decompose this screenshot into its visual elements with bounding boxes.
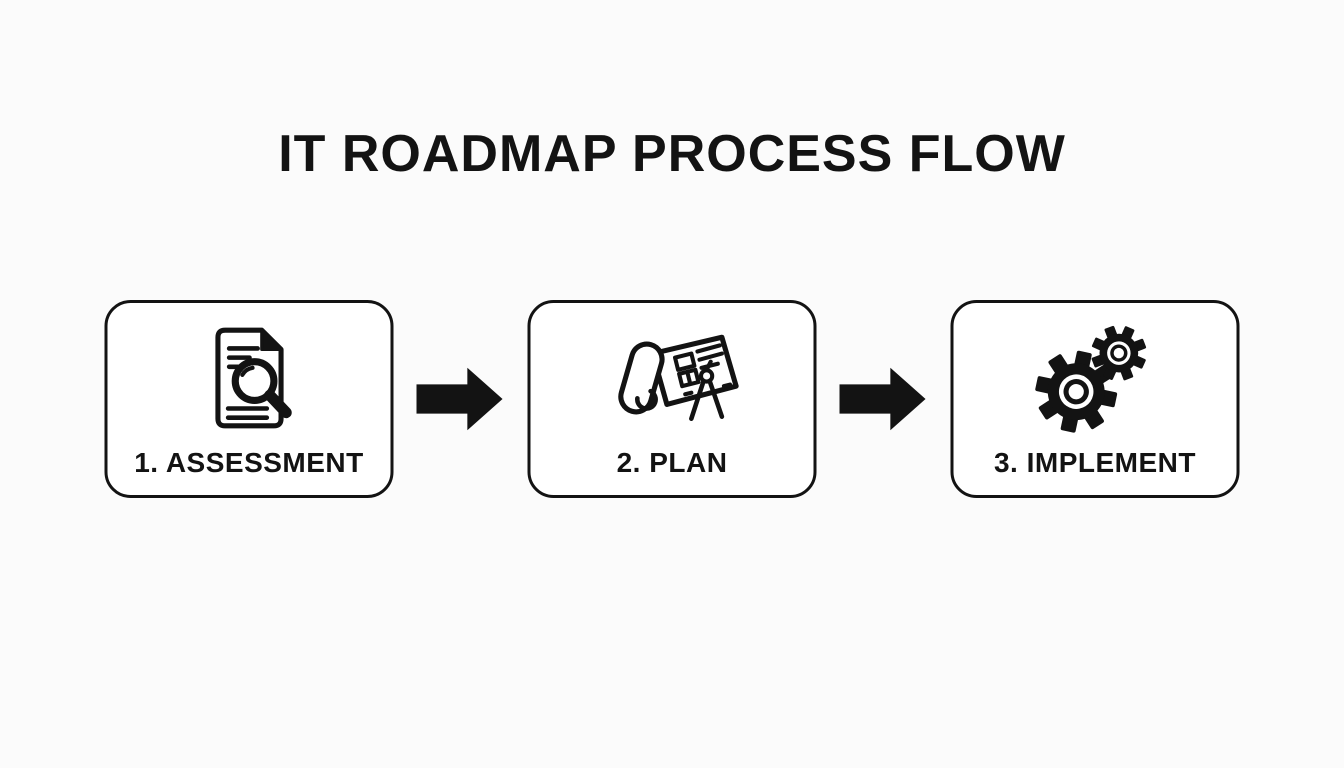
process-flow: 1. ASSESSMENT xyxy=(104,300,1240,498)
step-box-assessment: 1. ASSESSMENT xyxy=(104,300,394,498)
step-label-plan: 2. PLAN xyxy=(616,447,728,478)
page-title: IT ROADMAP PROCESS FLOW xyxy=(278,125,1066,183)
document-magnifier-icon xyxy=(193,315,305,443)
gears-icon xyxy=(1029,315,1161,443)
blueprint-compass-icon xyxy=(603,315,741,443)
flow-arrow-icon xyxy=(817,363,951,435)
step-label-assessment: 1. ASSESSMENT xyxy=(134,447,364,478)
flow-arrow-icon xyxy=(394,363,528,435)
step-box-implement: 3. IMPLEMENT xyxy=(950,300,1240,498)
step-box-plan: 2. PLAN xyxy=(527,300,817,498)
step-label-implement: 3. IMPLEMENT xyxy=(993,447,1196,478)
